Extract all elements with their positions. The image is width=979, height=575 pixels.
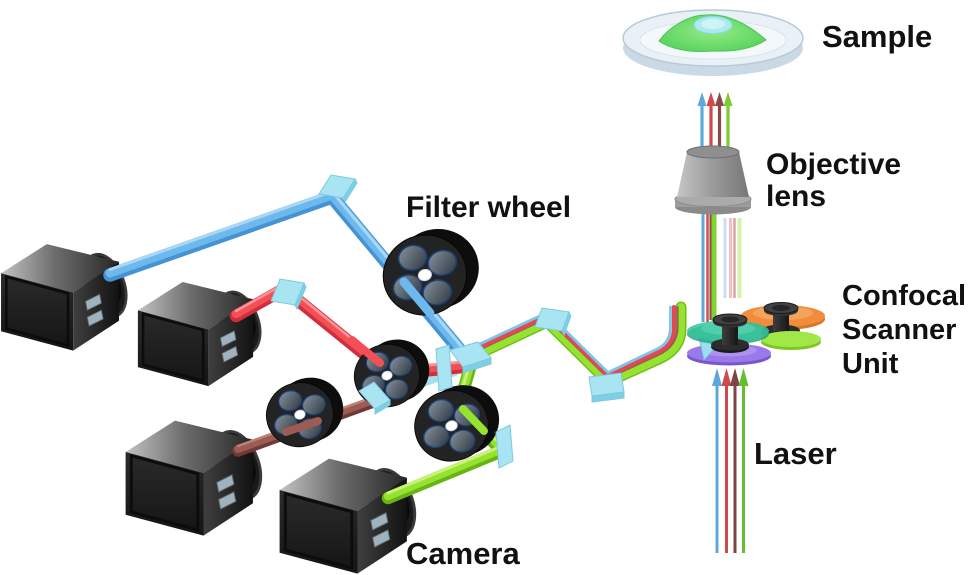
mirror-red xyxy=(270,278,307,311)
mirror-zigzag-bottom xyxy=(588,372,625,403)
beam-splitters xyxy=(270,174,625,469)
excitation-arrows-to-sample xyxy=(697,92,733,152)
objective-lens xyxy=(674,145,752,215)
splitter-dark-red xyxy=(358,381,391,415)
filter-wheel-label: Filter wheel xyxy=(406,191,572,224)
confocal-scanner-unit-label: Confocal Scanner Unit xyxy=(842,280,967,380)
objective-lens-label: Objective lens xyxy=(766,148,902,214)
camera-2 xyxy=(136,280,270,388)
combined-beam-zigzag xyxy=(460,301,687,388)
camera-1 xyxy=(0,242,136,352)
confocal-scanner-unit xyxy=(687,302,825,366)
beam-through-holes xyxy=(282,277,488,436)
mirror-zigzag-top xyxy=(534,307,572,337)
dichroic-junction-main xyxy=(449,341,492,374)
camera-label: Camera xyxy=(406,536,520,571)
dichroic-junction-side xyxy=(435,344,453,392)
beam-bundle-solid xyxy=(701,210,717,322)
laser-label: Laser xyxy=(754,436,837,471)
sample-dish xyxy=(622,9,804,76)
laser-beams xyxy=(712,368,749,553)
mirror-green xyxy=(495,424,514,469)
camera-4 xyxy=(278,457,425,575)
scanner-spool-1 xyxy=(711,313,749,353)
sample-label: Sample xyxy=(822,19,933,54)
beam-bundle-faded xyxy=(723,218,742,298)
camera-3 xyxy=(124,419,271,538)
mirror-blue xyxy=(318,174,358,204)
